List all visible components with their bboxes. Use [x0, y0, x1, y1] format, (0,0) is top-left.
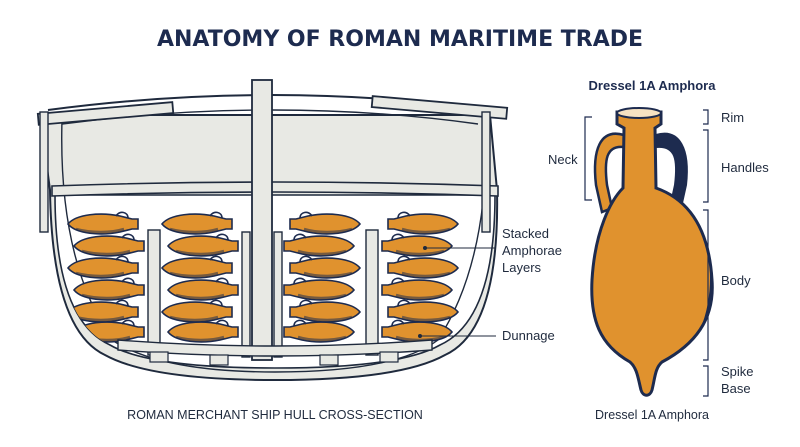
- part-body: Body: [721, 273, 751, 288]
- label-stacked-line3: Layers: [502, 260, 542, 275]
- hull-caption: ROMAN MERCHANT SHIP HULL CROSS-SECTION: [127, 408, 423, 422]
- amphora-caption: Dressel 1A Amphora: [595, 408, 709, 422]
- side-post-left: [39, 111, 49, 233]
- stacked-amphora: [166, 233, 239, 257]
- stacked-amphora: [381, 233, 454, 257]
- stacked-amphora: [72, 277, 145, 301]
- stacked-leader-dot: [423, 246, 427, 250]
- dunnage-planks: [117, 339, 433, 366]
- stacked-amphora: [289, 211, 362, 235]
- stacked-amphora: [160, 299, 233, 323]
- stacked-amphora: [160, 255, 233, 279]
- dunnage-leader-dot: [418, 334, 422, 338]
- amphora-detail: Dressel 1A Amphora Rim Neck Handles Body…: [548, 78, 769, 422]
- label-dunnage: Dunnage: [502, 328, 555, 343]
- port-gunwale: [36, 101, 175, 126]
- page-title: ANATOMY OF ROMAN MARITIME TRADE: [157, 27, 643, 52]
- stacked-amphora: [387, 211, 460, 235]
- amphora-heading: Dressel 1A Amphora: [589, 78, 717, 93]
- starboard-gunwale: [370, 95, 509, 120]
- stacked-amphora: [66, 255, 139, 279]
- label-stacked-line1: Stacked: [502, 226, 549, 241]
- side-post-right: [481, 111, 491, 233]
- amphora-stacks: [66, 211, 460, 343]
- stacked-amphora: [283, 233, 356, 257]
- crossbeam: [51, 181, 499, 197]
- part-neck: Neck: [548, 152, 578, 167]
- label-stacked-line2: Amphorae: [502, 243, 562, 258]
- stacked-amphora: [381, 319, 454, 343]
- stacked-amphora: [160, 211, 233, 235]
- stanchions: [147, 229, 379, 358]
- stacked-amphora: [166, 277, 239, 301]
- part-rim: Rim: [721, 110, 744, 125]
- stacked-amphora: [66, 211, 139, 235]
- stacked-amphora: [283, 277, 356, 301]
- stacked-amphora: [72, 233, 145, 257]
- stacked-amphora: [283, 319, 356, 343]
- part-spike-line1: Spike: [721, 364, 754, 379]
- amphora-mouth: [616, 107, 662, 119]
- stacked-amphora: [289, 299, 362, 323]
- amphora-body: [590, 110, 714, 397]
- ship-hull-cross-section: Stacked Amphorae Layers Dunnage ROMAN ME…: [36, 79, 562, 422]
- left-handle: [593, 132, 626, 214]
- stacked-amphora: [289, 255, 362, 279]
- stacked-amphora: [387, 299, 460, 323]
- stacked-amphora: [166, 319, 239, 343]
- part-spike-line2: Base: [721, 381, 751, 396]
- stacked-amphora: [381, 277, 454, 301]
- mast-post: [251, 79, 273, 361]
- part-handles: Handles: [721, 160, 769, 175]
- part-brackets: [584, 109, 709, 397]
- stacked-amphora: [387, 255, 460, 279]
- stacked-amphora: [66, 299, 139, 323]
